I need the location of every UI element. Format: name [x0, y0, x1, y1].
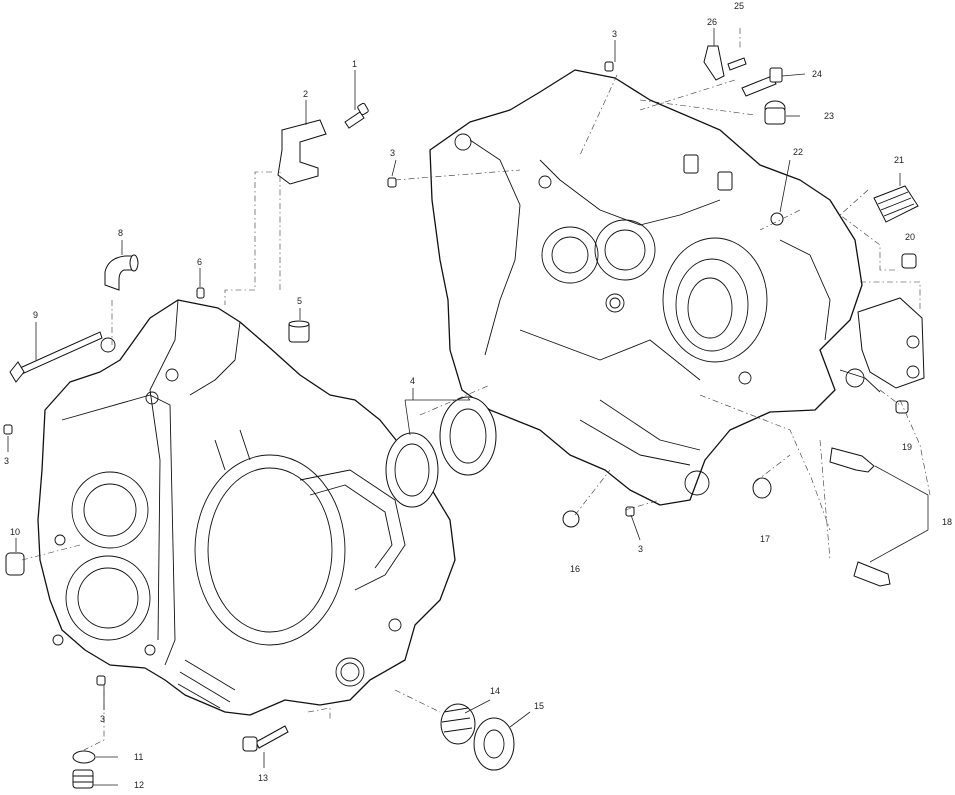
callout-23: 23	[824, 111, 834, 121]
callout-14: 14	[490, 686, 500, 696]
part-bolt-13	[242, 725, 289, 752]
part-sleeve-10	[5, 552, 25, 576]
callout-2: 2	[303, 89, 308, 99]
callout-12: 12	[134, 780, 144, 790]
callout-5: 5	[297, 296, 302, 306]
callout-9: 9	[33, 310, 38, 320]
part-bearings-4	[385, 396, 497, 508]
callout-1: 1	[352, 59, 357, 69]
part-pin-19	[895, 400, 909, 414]
part-seal-15	[473, 717, 515, 771]
part-ring-11	[72, 750, 96, 764]
part-housing-right	[845, 297, 925, 389]
part-sleeve-23	[764, 100, 786, 125]
part-cap-20	[901, 253, 917, 269]
callout-25: 25	[734, 1, 744, 11]
callout-3: 3	[612, 29, 617, 39]
part-pin-3c	[3, 424, 13, 435]
callout-20: 20	[905, 232, 915, 242]
part-bolt-1	[344, 102, 369, 129]
callout-3: 3	[390, 148, 395, 158]
callout-13: 13	[258, 773, 268, 783]
part-fittings-18	[829, 447, 891, 587]
callout-3: 3	[638, 544, 643, 554]
part-pin-6	[196, 287, 205, 299]
part-pin-22	[770, 212, 784, 226]
callout-17: 17	[760, 534, 770, 544]
part-plug-12	[72, 769, 94, 789]
part-oring-17	[752, 477, 772, 499]
callout-3: 3	[100, 714, 105, 724]
part-elbow-8	[104, 254, 139, 291]
part-pin-3d	[96, 675, 106, 686]
callout-22: 22	[793, 147, 803, 157]
callout-labels: 1 2 3 3 3 3 3 4 5 6 8 9 10 11 12 13 14 1…	[4, 1, 952, 790]
callout-16: 16	[570, 564, 580, 574]
part-pin-3a	[387, 177, 397, 188]
callout-11: 11	[134, 752, 143, 762]
part-needle-bearing-14	[440, 703, 476, 745]
callout-6: 6	[197, 257, 202, 267]
part-sleeve-5	[288, 320, 310, 343]
callout-8: 8	[118, 228, 123, 238]
callout-21: 21	[894, 155, 904, 165]
callout-4: 4	[410, 376, 415, 386]
part-insert-21	[873, 185, 919, 223]
callout-26: 26	[707, 17, 717, 27]
part-bracket-2	[277, 119, 327, 185]
callout-15: 15	[534, 701, 544, 711]
left-crankcase-half	[37, 299, 456, 716]
callout-10: 10	[10, 527, 20, 537]
part-clip-26	[703, 45, 747, 81]
part-bolt-24	[741, 67, 783, 97]
callout-19: 19	[902, 442, 912, 452]
callout-18: 18	[942, 517, 952, 527]
center-lines	[21, 28, 931, 751]
part-long-bolt-9	[9, 331, 103, 383]
callout-24: 24	[812, 69, 822, 79]
leader-lines	[7, 28, 929, 786]
callout-3: 3	[4, 456, 9, 466]
part-pin-3b	[604, 61, 614, 72]
right-crankcase-half	[429, 69, 881, 506]
